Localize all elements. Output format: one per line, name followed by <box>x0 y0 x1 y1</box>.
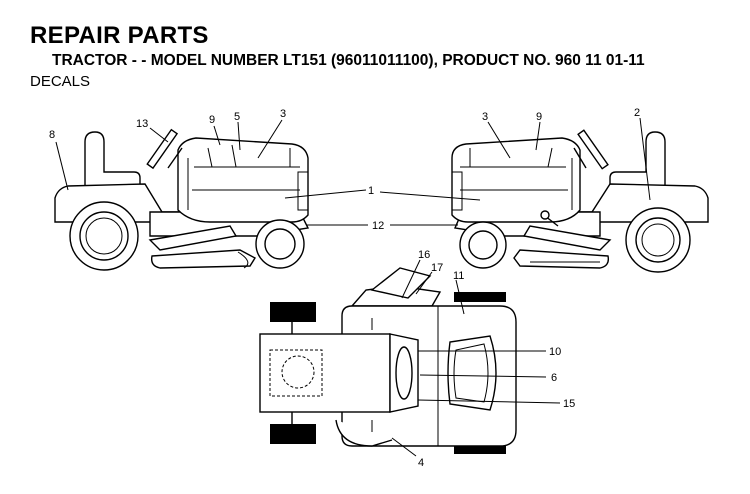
deck-top <box>335 419 393 447</box>
lift-lever-knob <box>540 210 550 220</box>
page-title: REPAIR PARTS <box>30 22 209 49</box>
front-wheel-top-lower <box>270 424 316 444</box>
steering-wheel-left <box>146 128 179 170</box>
callout-9-right: 9 <box>536 111 542 123</box>
mower-deck-left <box>150 249 256 269</box>
tractor-left-view <box>54 128 310 271</box>
callout-6: 6 <box>551 372 557 384</box>
hood-top <box>259 333 391 413</box>
seat-right <box>609 131 666 187</box>
callout-5: 5 <box>234 111 240 123</box>
mower-deck-right <box>513 249 610 269</box>
hood-left <box>177 137 309 223</box>
callout-8: 8 <box>49 129 55 141</box>
seat-left <box>84 131 141 187</box>
page-subtitle: TRACTOR - - MODEL NUMBER LT151 (96011011… <box>52 52 645 69</box>
callout-11: 11 <box>453 270 464 282</box>
callout-17: 17 <box>431 262 443 274</box>
callout-4: 4 <box>418 457 424 469</box>
callout-labels: 8 13 9 5 3 3 9 2 1 12 16 17 11 10 6 15 4 <box>49 107 640 469</box>
steering-column-left <box>167 147 183 169</box>
seat-top <box>447 335 497 411</box>
leader-lines <box>55 117 651 457</box>
rear-wheel-top-lower <box>454 444 506 454</box>
callout-3-right: 3 <box>482 111 488 123</box>
callout-15: 15 <box>563 398 575 410</box>
front-wheel-top-upper <box>270 302 316 322</box>
callout-13-left: 13 <box>136 118 148 130</box>
section-label: DECALS <box>30 73 91 90</box>
callout-12: 12 <box>372 220 384 232</box>
callout-10: 10 <box>549 346 561 358</box>
steering-wheel-right <box>577 129 609 170</box>
steering-column-right <box>573 147 587 169</box>
hood-right <box>451 137 581 223</box>
callout-16: 16 <box>418 249 430 261</box>
callout-3-left: 3 <box>280 108 286 120</box>
callout-9-left: 9 <box>209 114 215 126</box>
tractor-right-view <box>451 129 709 273</box>
rear-wheel-top-upper <box>454 292 506 302</box>
callout-1: 1 <box>368 185 374 197</box>
tractor-top-view <box>259 267 517 454</box>
callout-2: 2 <box>634 107 640 119</box>
